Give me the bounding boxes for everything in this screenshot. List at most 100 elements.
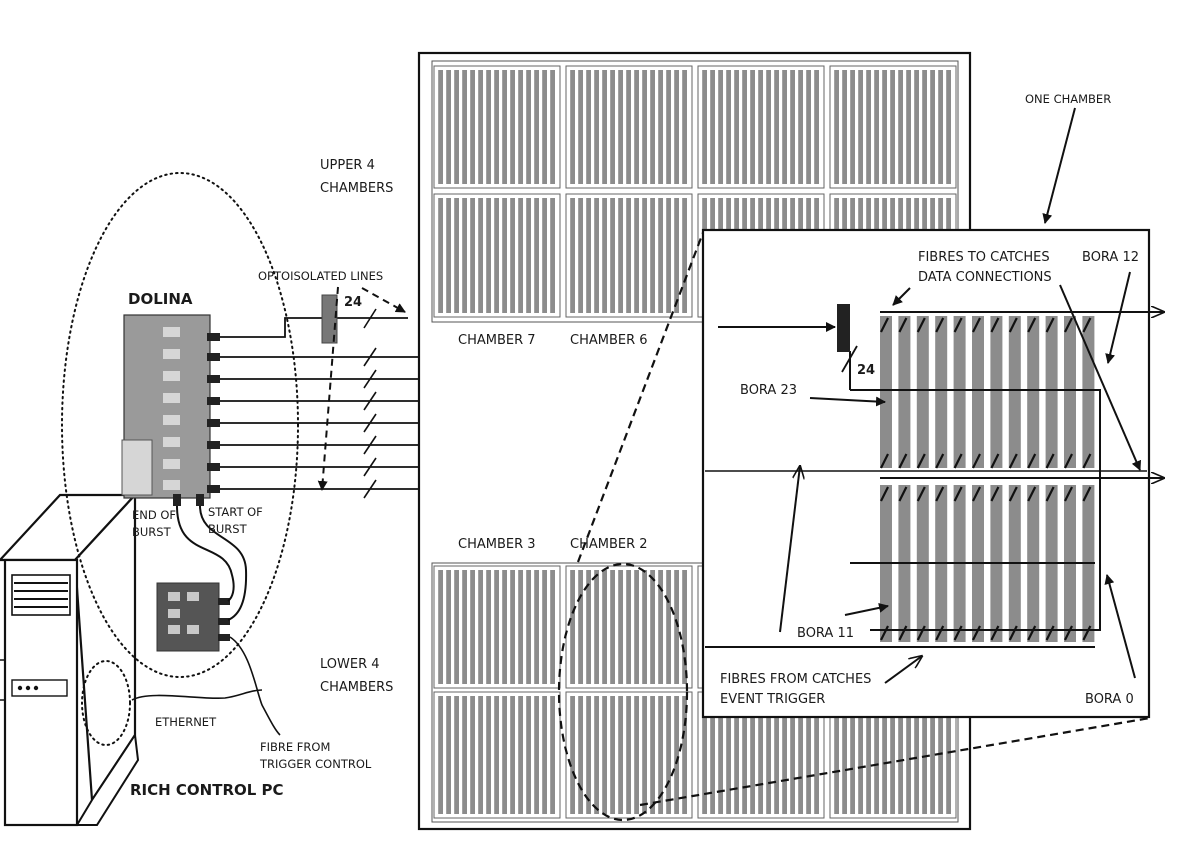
strip	[518, 70, 523, 184]
strip	[510, 696, 515, 814]
strip	[542, 696, 547, 814]
strip	[634, 570, 639, 684]
strip	[634, 198, 639, 313]
strip	[494, 198, 499, 313]
ethernet-port-outline	[81, 660, 131, 746]
strip	[650, 570, 655, 684]
strip	[534, 198, 539, 313]
strip	[782, 70, 787, 184]
strip	[446, 70, 451, 184]
strip	[634, 70, 639, 184]
optoisolated-lines-label: OPTOISOLATED LINES	[258, 269, 383, 283]
zoom-line-top	[576, 229, 706, 563]
strip	[526, 570, 531, 684]
strip	[774, 696, 779, 814]
bora-fibre-tick	[898, 317, 908, 333]
strip	[842, 70, 847, 184]
strip	[946, 696, 951, 814]
strip	[938, 696, 943, 814]
bora-fibre-tick	[1045, 625, 1055, 641]
bora-fibre-tick	[916, 453, 926, 469]
strip	[742, 696, 747, 814]
strip	[922, 70, 927, 184]
strip	[610, 570, 615, 684]
strip	[510, 70, 515, 184]
strip	[526, 198, 531, 313]
strip	[550, 70, 555, 184]
bora-fibre-tick	[990, 486, 1000, 502]
bora-fibre-tick	[880, 453, 889, 469]
bora-fibre-tick	[916, 317, 926, 333]
fibres-from-catches-label-2: EVENT TRIGGER	[720, 692, 825, 707]
bora-fibre-tick	[953, 453, 963, 469]
strip	[486, 570, 491, 684]
strip	[930, 70, 935, 184]
strip	[518, 198, 523, 313]
bora-12-label: BORA 12	[1082, 250, 1139, 265]
strip	[658, 696, 663, 814]
strip	[618, 696, 623, 814]
strip	[906, 696, 911, 814]
strip	[438, 696, 443, 814]
strip	[462, 570, 467, 684]
bora-fibre-tick	[1082, 625, 1092, 641]
strip	[534, 70, 539, 184]
strip	[874, 696, 879, 814]
strip	[618, 570, 623, 684]
bora-fibre-tick	[1064, 486, 1073, 502]
strip	[674, 696, 679, 814]
bora-fibre-tick	[1008, 317, 1018, 333]
strip	[642, 696, 647, 814]
strip	[658, 70, 663, 184]
strip	[634, 696, 639, 814]
bora-board	[1082, 316, 1095, 468]
strip	[766, 70, 771, 184]
strip	[650, 198, 655, 313]
strip	[666, 570, 671, 684]
strip	[438, 198, 443, 313]
trigger-box	[156, 582, 230, 652]
strip	[666, 70, 671, 184]
dolina-label: DOLINA	[128, 290, 193, 308]
bora-fibre-tick	[880, 486, 889, 502]
strip	[626, 570, 631, 684]
strip	[702, 70, 707, 184]
strip	[594, 70, 599, 184]
bora-fibre-tick	[1027, 453, 1037, 469]
burst-cables	[176, 505, 248, 621]
strip	[534, 696, 539, 814]
strip	[502, 70, 507, 184]
strip	[594, 696, 599, 814]
dolina-group-outline	[61, 172, 299, 678]
strip	[454, 696, 459, 814]
dolina-module	[121, 314, 220, 506]
strip	[890, 70, 895, 184]
bora-fibre-tick	[1082, 317, 1092, 333]
bora-board	[1045, 316, 1058, 468]
strip	[518, 570, 523, 684]
bora-fibre-tick	[1027, 625, 1037, 641]
strip	[586, 198, 591, 313]
strip	[586, 70, 591, 184]
strip	[858, 70, 863, 184]
strip	[866, 696, 871, 814]
bora-board	[880, 316, 892, 468]
strip	[642, 70, 647, 184]
bora-board	[953, 316, 966, 468]
strip	[462, 198, 467, 313]
bora-fibre-tick	[1064, 317, 1073, 333]
strip	[914, 70, 919, 184]
strip	[550, 198, 555, 313]
strip	[798, 70, 803, 184]
strip	[726, 696, 731, 814]
strip	[454, 570, 459, 684]
strip	[674, 570, 679, 684]
strip	[674, 198, 679, 313]
strip	[610, 696, 615, 814]
bora-fibre-tick	[990, 317, 1000, 333]
strip	[478, 696, 483, 814]
strip	[742, 70, 747, 184]
strip	[478, 570, 483, 684]
chamber-6-label: CHAMBER 6	[570, 333, 648, 348]
strip	[578, 70, 583, 184]
